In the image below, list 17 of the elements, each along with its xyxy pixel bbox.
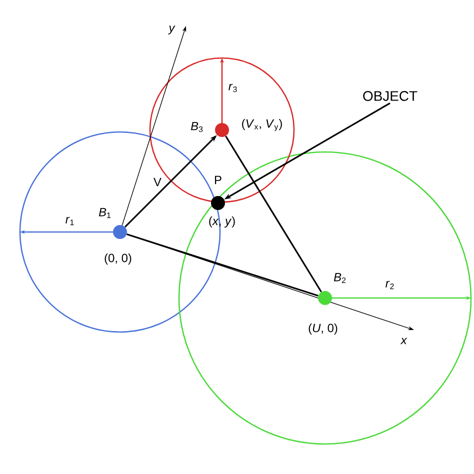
coordinate-label: (x, y)	[209, 216, 235, 228]
radius-label: r$_{2}$	[386, 280, 394, 290]
radius-label: r$_{3}$	[228, 84, 237, 92]
coordinate-label: (U, 0)	[308, 323, 338, 335]
axis-label: x	[400, 338, 408, 344]
connector-line	[225, 136, 322, 292]
point-label: P	[215, 176, 222, 184]
point-label: B$_{1}$	[98, 208, 111, 218]
radius-label: r$_{1}$	[66, 216, 74, 226]
axis-label: y	[168, 26, 176, 34]
connector-line	[126, 233, 318, 297]
coordinate-label: (V$_{x}$, V$_{y}$)	[242, 118, 282, 132]
point-label: B$_{2}$	[334, 273, 346, 283]
point-label: B$_{3}$	[190, 122, 203, 132]
object-label: OBJECT	[363, 91, 418, 101]
edge-label: V	[154, 178, 162, 186]
coordinate-label: (0, 0)	[104, 253, 132, 265]
